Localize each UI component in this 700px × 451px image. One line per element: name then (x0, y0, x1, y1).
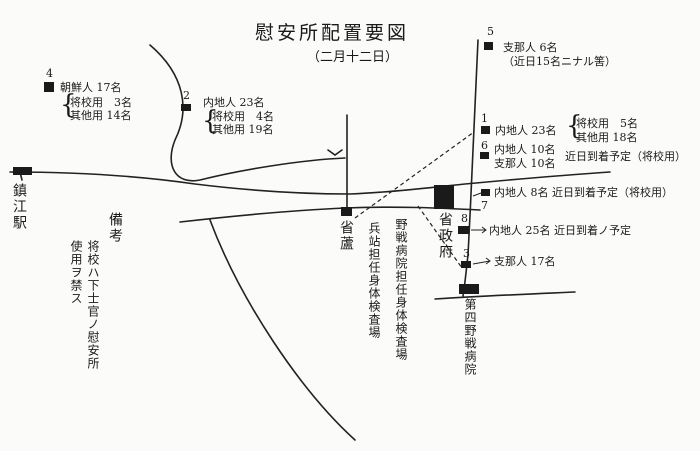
provincial-office-label: 省政府 (437, 212, 453, 260)
map-subtitle: （二月十二日） (307, 50, 399, 65)
station-6-note: 近日到着予定（将校用） (565, 150, 686, 163)
depot-exam-label: 兵站担任身体検査場 (367, 222, 381, 339)
station-5-label: 支那人 6名 (503, 41, 558, 54)
station-6-label-1: 内地人 10名 (494, 143, 556, 156)
remarks-line-1: 将校ハ下士官ノ慰安所 (86, 240, 100, 370)
station-1-other: 其他用 18名 (576, 131, 638, 144)
station-2-other: 其他用 19名 (212, 123, 274, 136)
marker-sholu (341, 207, 352, 216)
station-1-officer: 将校用 5名 (576, 117, 638, 130)
station-2-brace: { (202, 106, 219, 136)
station-1-number: 1 (481, 112, 488, 125)
field-hospital-label: 第四野戦病院 (463, 298, 477, 376)
station-8-label: 内地人 25名 近日到着ノ予定 (489, 224, 631, 237)
station-4-label: 朝鮮人 17名 (60, 81, 122, 94)
station-4-brace: { (60, 90, 77, 120)
station-4-officer: 将校用 3名 (70, 96, 132, 109)
station-4-number: 4 (46, 67, 53, 80)
marker-5 (484, 42, 493, 50)
station-6-label-2: 支那人 10名 (494, 157, 556, 170)
marker-1 (481, 126, 490, 134)
marker-2 (181, 104, 191, 111)
road-diagonal (209, 219, 356, 441)
station-2-officer: 将校用 4名 (212, 110, 274, 123)
remarks-line-2: 使用ヲ禁ス (69, 240, 83, 305)
zhenjiang-station-label: 鎮江駅 (11, 183, 27, 231)
arrow-8 (471, 226, 487, 234)
marker-provincial-office (434, 185, 454, 209)
station-7-label: 内地人 8名 近日到着予定（将校用） (494, 186, 673, 199)
marker-3 (461, 261, 471, 268)
dashed-link-2 (417, 205, 463, 269)
station-5-note: （近日15名ニナル筈） (503, 55, 616, 68)
road-bend (327, 149, 343, 156)
station-3-number: 3 (463, 247, 470, 260)
marker-6 (480, 152, 489, 159)
map-title: 慰安所配置要図 (255, 22, 410, 44)
marker-hospital (459, 284, 479, 294)
dashed-link-1 (354, 131, 475, 219)
road-vertical (462, 39, 479, 297)
marker-7 (481, 189, 490, 196)
station-6-number: 6 (481, 139, 488, 152)
arrow-7 (472, 192, 482, 197)
field-hospital-exam-label: 野戦病院担任身体検査場 (394, 218, 408, 361)
remarks-heading: 備考 (107, 212, 123, 244)
marker-station (13, 167, 32, 175)
marker-4 (44, 82, 54, 92)
station-2-number: 2 (183, 89, 190, 102)
province-hall-label: 省蘆 (338, 220, 354, 252)
arrow-3 (472, 257, 491, 265)
station-2-label: 内地人 23名 (203, 96, 265, 109)
road-main (9, 171, 611, 195)
station-1-label: 内地人 23名 (495, 124, 557, 137)
station-8-number: 8 (461, 212, 468, 225)
road-winding (149, 44, 346, 182)
station-4-other: 其他用 14名 (70, 109, 132, 122)
station-5-number: 5 (487, 25, 494, 38)
station-7-number: 7 (481, 199, 488, 212)
marker-8 (458, 226, 469, 234)
road-bottom (434, 291, 576, 300)
road-lower (179, 206, 481, 223)
station-1-brace: { (566, 111, 583, 141)
station-3-label: 支那人 17名 (494, 255, 556, 268)
